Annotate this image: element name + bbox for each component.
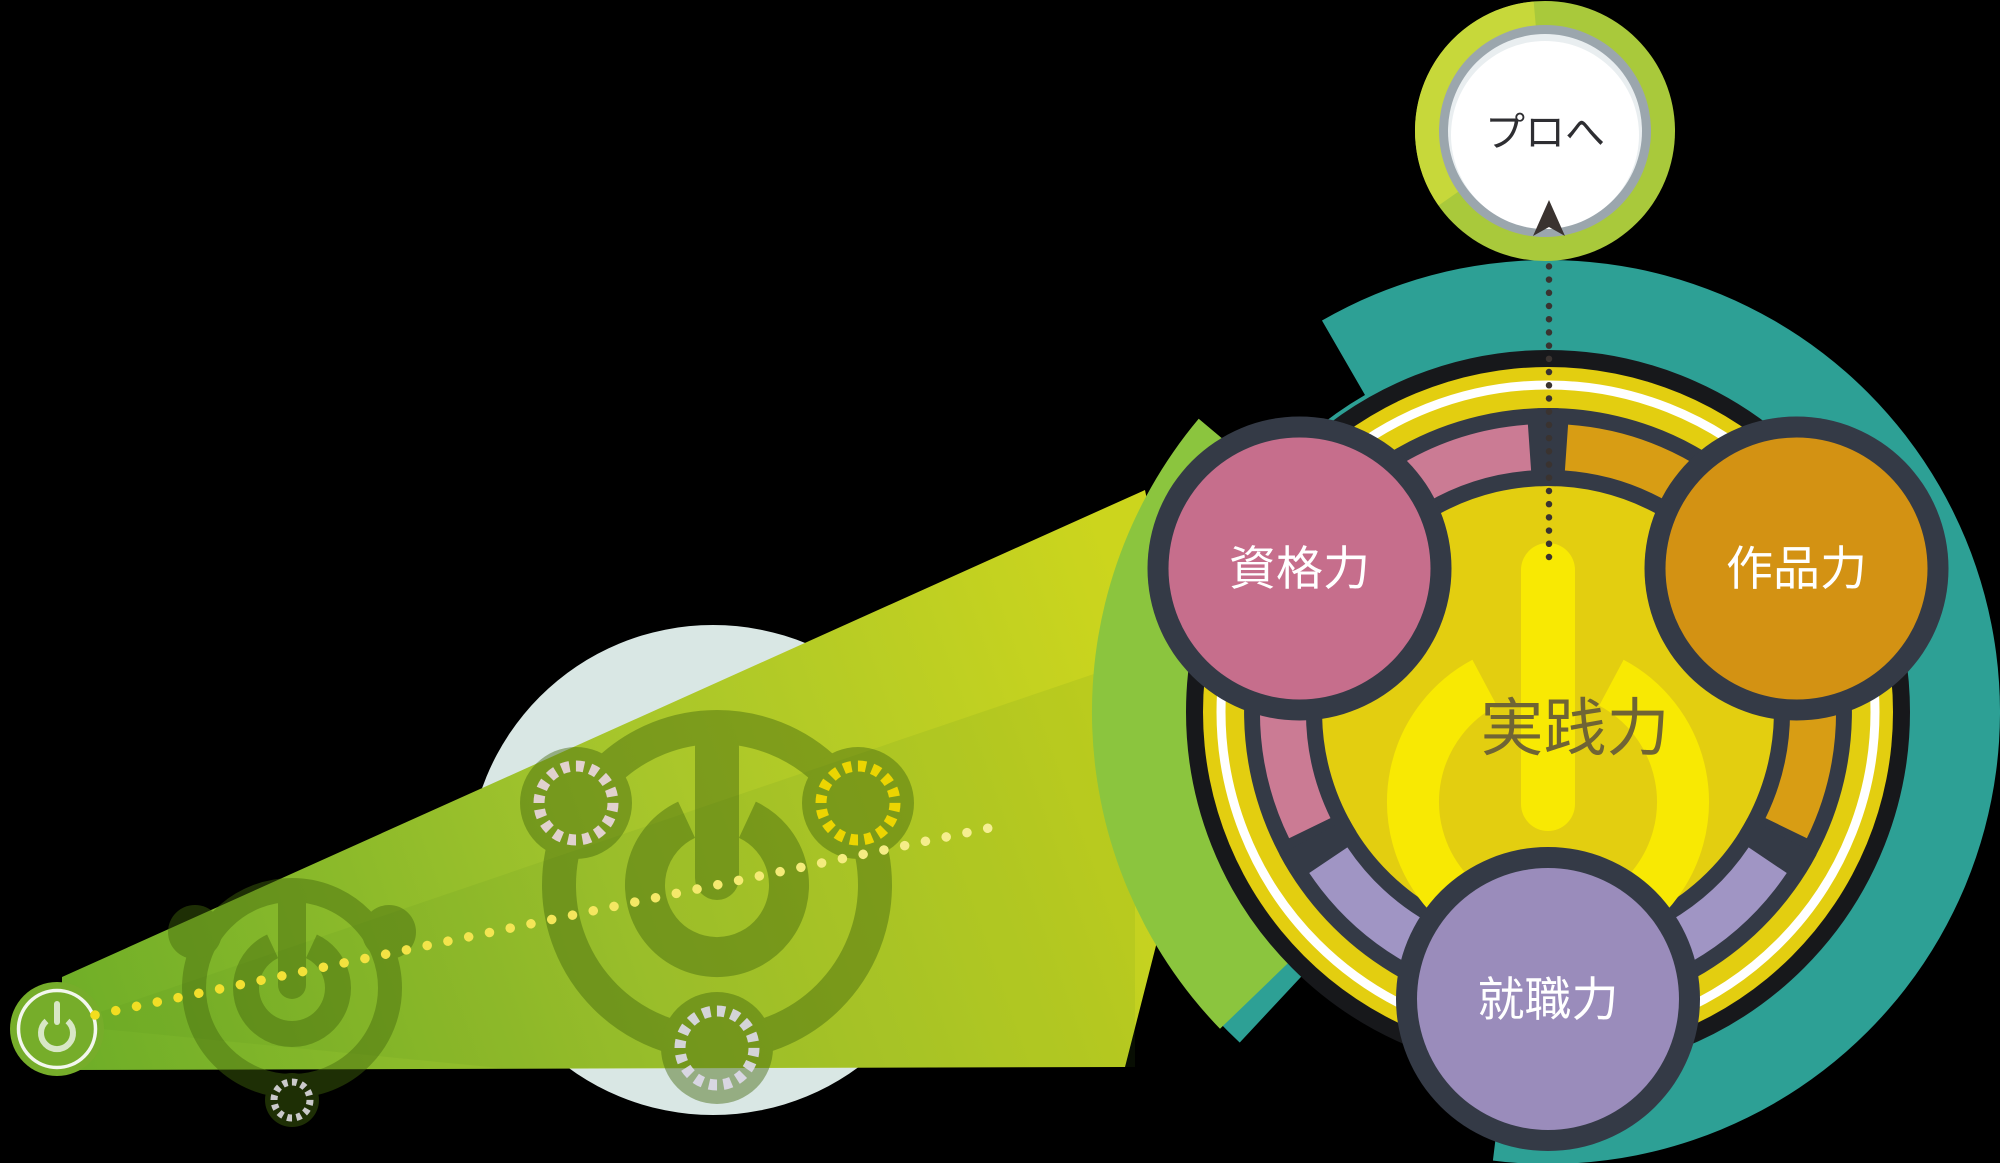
gap-shadow-lower-left [1186,968,1506,1163]
satellite-qualification: 資格力 [1147,416,1452,721]
satellite-fill [1168,437,1431,700]
ghost-medium-power-stem [695,725,739,900]
ghost-small-power-arc [233,934,351,1047]
ghost-small-dashed-ring-bottom [270,1078,314,1122]
origin-power-button [10,982,104,1076]
satellite-label: 作品力 [1726,542,1867,597]
ghost-small-node-left [168,905,222,959]
ghost-small-ring [182,878,402,1098]
satellite-fill [1665,437,1928,700]
dashed-ring-yellow [815,760,901,846]
satellite-label: 就職力 [1478,973,1619,1028]
satellite-employment: 就職力 [1396,847,1700,1151]
dotted-trajectory [90,819,1013,1020]
power-icon [38,1001,76,1053]
goal-label: プロへ [1485,110,1605,156]
ghost-small-power-stem [278,884,306,999]
hub-label: 実践力 [1481,692,1670,765]
satellite-fill [1417,868,1679,1130]
growth-beam [62,490,1190,1070]
arrow-up-icon [1533,200,1565,236]
main-power-assembly: 実践力 資格力 作品力 就職力 [1147,350,1949,1151]
satellite-label: 資格力 [1229,542,1370,597]
ghost-medium-ring [542,710,892,1060]
power-stem-large [1521,543,1575,831]
goal-ring-highlight [1415,1,1537,206]
satellite-portfolio: 作品力 [1644,416,1949,721]
ghost-medium-power-arc [625,801,809,978]
ghost-small-node-right [362,905,416,959]
goal-circle: プロへ [1415,1,1675,261]
dashed-ring-lavender [674,1005,760,1091]
goal-inner-white [1451,41,1639,229]
origin-power-arc [38,1018,76,1053]
origin-circle [10,982,104,1076]
origin-white-ring [16,988,98,1070]
dashed-ring-pink [533,760,619,846]
